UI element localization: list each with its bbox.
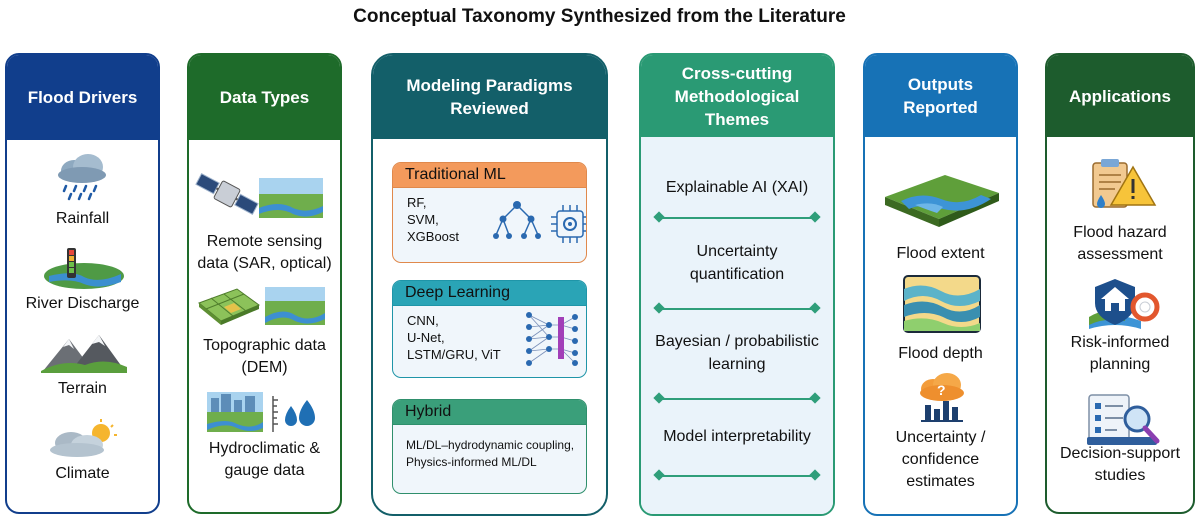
modeling-header-line1: Modeling Paradigms	[406, 76, 573, 95]
gear-chip-icon	[551, 205, 586, 243]
gauge-water-drop-icon	[207, 392, 327, 434]
cross-cutting-themes-column: Cross-cutting Methodological Themes Expl…	[639, 53, 835, 516]
data-hydroclimatic-line2: gauge data	[224, 462, 305, 479]
depth-map-icon	[903, 275, 981, 333]
flood-map-icon	[881, 171, 1003, 235]
output-flood-extent: Flood extent	[896, 245, 985, 262]
applications-header: Applications	[1047, 55, 1193, 137]
decision-tree-icon	[491, 199, 543, 243]
theme-uncertainty-line1: Uncertainty	[696, 243, 778, 260]
svg-text:?: ?	[937, 382, 946, 398]
neural-network-icon	[521, 309, 581, 367]
flood-drivers-title: Flood Drivers	[27, 88, 138, 107]
theme-bayesian-line2: learning	[708, 356, 766, 373]
modeling-paradigms-header: Modeling Paradigms Reviewed	[373, 55, 606, 139]
dem-river-image-icon	[265, 287, 325, 325]
theme-uncertainty-line2: quantification	[689, 266, 785, 283]
dem-terrain-icon	[197, 285, 261, 325]
application-hazard-line1: Flood hazard	[1073, 224, 1167, 241]
hybrid-label: Hybrid	[393, 400, 586, 425]
deep-learning-item: CNN,	[407, 313, 439, 328]
driver-rainfall: Rainfall	[55, 210, 110, 227]
traditional-ml-box: Traditional ML RF, SVM, XGBoost	[392, 162, 587, 263]
river-gauge-icon	[43, 246, 125, 290]
data-types-header: Data Types	[189, 55, 340, 140]
modeling-paradigms-column: Modeling Paradigms Reviewed Traditional …	[371, 53, 608, 516]
rain-cloud-icon	[52, 153, 112, 203]
application-decision-line1: Decision-support	[1059, 445, 1181, 462]
driver-river-discharge: River Discharge	[25, 295, 140, 312]
page-title: Conceptual Taxonomy Synthesized from the…	[353, 6, 846, 27]
outputs-reported-column: Outputs Reported Flood extent Flood dept…	[863, 53, 1018, 516]
application-risk-line1: Risk-informed	[1070, 334, 1170, 351]
traditional-ml-label: Traditional ML	[393, 163, 586, 188]
traditional-ml-item: XGBoost	[407, 229, 460, 244]
hybrid-item: Physics-informed ML/DL	[406, 455, 537, 469]
themes-body: Explainable AI (XAI) Uncertainty quantif…	[641, 137, 833, 514]
output-uncertainty-line3: estimates	[906, 473, 975, 490]
mountain-icon	[41, 333, 127, 373]
data-hydroclimatic-line1: Hydroclimatic &	[208, 440, 321, 457]
theme-xai: Explainable AI (XAI)	[665, 179, 809, 196]
checklist-magnifier-icon	[1087, 393, 1163, 449]
themes-header-line2: Methodological	[674, 86, 800, 106]
modeling-header-line2: Reviewed	[450, 99, 529, 118]
hybrid-box: Hybrid ML/DL–hydrodynamic coupling, Phys…	[392, 399, 587, 494]
flood-drivers-header: Flood Drivers	[7, 55, 158, 140]
data-types-column: Data Types Remote sensing data (SAR, opt…	[187, 53, 342, 514]
driver-terrain: Terrain	[58, 380, 107, 397]
flood-drivers-column: Flood Drivers Rainfall River Discharge	[5, 53, 160, 514]
remote-sensing-image-icon	[259, 178, 323, 218]
house-shield-icon	[1085, 277, 1161, 333]
output-uncertainty-line2: confidence	[901, 451, 980, 468]
clipboard-warning-icon	[1087, 155, 1157, 211]
deep-learning-item: LSTM/GRU, ViT	[407, 347, 501, 362]
theme-interpretability: Model interpretability	[663, 428, 811, 445]
applications-column: Applications Flood hazard assessment Ris…	[1045, 53, 1195, 514]
theme-bayesian-line1: Bayesian / probabilistic	[655, 333, 819, 350]
data-remote-sensing-line2: data (SAR, optical)	[197, 255, 332, 272]
deep-learning-box: Deep Learning CNN, U-Net, LSTM/GRU, ViT	[392, 280, 587, 378]
theme-divider	[659, 217, 815, 219]
application-decision-line2: studies	[1094, 467, 1146, 484]
data-topographic-line2: (DEM)	[241, 359, 288, 376]
theme-divider	[659, 475, 815, 477]
cloud-sun-icon	[47, 419, 121, 459]
traditional-ml-item: SVM,	[407, 212, 439, 227]
outputs-header-line2: Reported	[903, 98, 978, 117]
application-hazard-line2: assessment	[1077, 246, 1163, 263]
cloud-bar-chart-icon: ?	[915, 373, 969, 423]
application-risk-line2: planning	[1089, 356, 1151, 373]
output-flood-depth: Flood depth	[898, 345, 983, 362]
data-types-title: Data Types	[219, 88, 310, 107]
data-remote-sensing-line1: Remote sensing	[206, 233, 323, 250]
data-topographic-line1: Topographic data	[203, 337, 326, 354]
themes-header: Cross-cutting Methodological Themes	[641, 55, 833, 137]
theme-divider	[659, 398, 815, 400]
traditional-ml-item: RF,	[407, 195, 427, 210]
deep-learning-label: Deep Learning	[393, 281, 586, 306]
hybrid-item: ML/DL–hydrodynamic coupling,	[406, 438, 575, 452]
output-uncertainty-line1: Uncertainty /	[895, 429, 986, 446]
outputs-header: Outputs Reported	[865, 55, 1016, 137]
satellite-icon	[195, 172, 259, 216]
theme-divider	[659, 308, 815, 310]
driver-climate: Climate	[55, 465, 110, 482]
outputs-header-line1: Outputs	[907, 75, 974, 94]
themes-header-line3: Themes	[704, 109, 770, 129]
deep-learning-item: U-Net,	[407, 330, 445, 345]
themes-header-line1: Cross-cutting	[681, 63, 793, 83]
applications-title: Applications	[1068, 86, 1171, 106]
